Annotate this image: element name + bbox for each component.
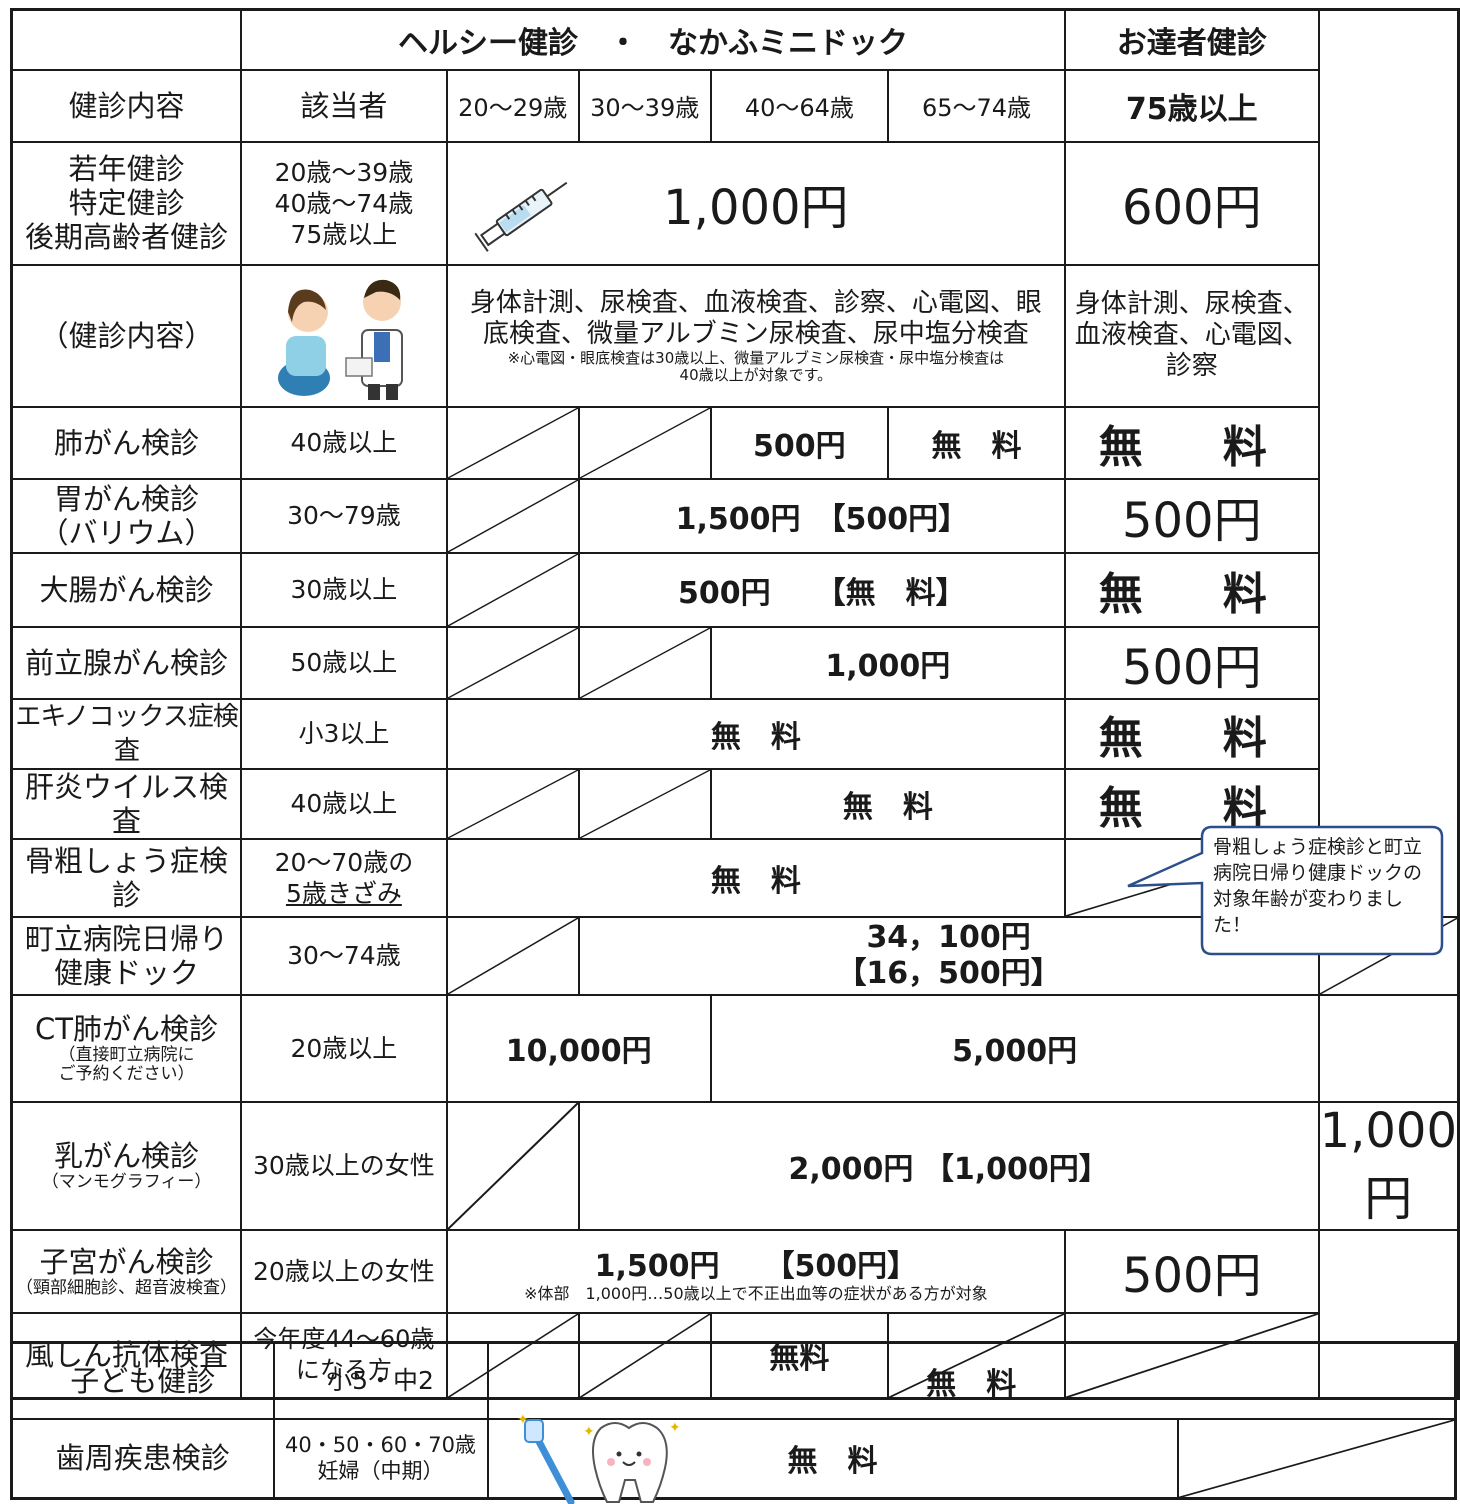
row-dental-target: 40・50・60・70歳 妊婦（中期） bbox=[272, 1417, 489, 1500]
header-blank bbox=[10, 8, 243, 71]
header-healthy-checkup: ヘルシー健診 ・ なかふミニドック bbox=[240, 8, 1066, 71]
row-dental-label: 歯周疾患検診 bbox=[10, 1417, 275, 1500]
row-lung-na-20 bbox=[445, 405, 580, 480]
row-basic-price: 1,000円 bbox=[663, 180, 849, 236]
syringe-icon bbox=[474, 181, 568, 252]
row-colon-label: 大腸がん検診 bbox=[10, 551, 243, 628]
row-hepatitis-label: 肝炎ウイルス検査 bbox=[10, 767, 243, 840]
row-ct-price-young: 10,000円 bbox=[445, 993, 712, 1103]
speech-bubble-text: 骨粗しょう症検診と町立病院日帰り健康ドックの対象年齢が変わりました！ bbox=[1213, 836, 1423, 936]
row-lung-price-4064: 500円 bbox=[709, 405, 890, 480]
row-uterus-price-75: 500円 bbox=[1064, 1228, 1320, 1314]
header-elderly-checkup: お達者健診 bbox=[1064, 8, 1320, 71]
row-ct-label: CT肺がん検診 （直接町立病院に ご予約ください） bbox=[10, 993, 243, 1103]
row-basic-price-cell: 1,000円 bbox=[445, 140, 1067, 266]
row-ct-price-older: 5,000円 bbox=[709, 993, 1320, 1103]
row-content-text: 身体計測、尿検査、血液検査、診察、心電図、眼底検査、微量アルブミン尿検査、尿中塩… bbox=[469, 287, 1042, 349]
row-content-label: （健診内容） bbox=[10, 263, 243, 408]
row-dock-label: 町立病院日帰り 健康ドック bbox=[10, 915, 243, 996]
doctor-patient-illustration bbox=[277, 279, 403, 400]
row-hepatitis-na-30 bbox=[577, 767, 712, 840]
row-dental-price-cell: ✦ ✦ ✦ 無 料 bbox=[486, 1414, 1179, 1504]
row-lung-price-75: 無 料 bbox=[1064, 405, 1320, 480]
row-content-note-2: 40歳以上が対象です。 bbox=[679, 365, 833, 384]
row-ct-target: 20歳以上 bbox=[240, 993, 448, 1103]
row-lung-label: 肺がん検診 bbox=[10, 405, 243, 480]
row-breast-target: 30歳以上の女性 bbox=[240, 1100, 448, 1231]
svg-text:✦: ✦ bbox=[517, 1414, 529, 1428]
row-breast-label: 乳がん検診 （マンモグラフィー） bbox=[10, 1100, 243, 1231]
row-uterus-price: 1,500円 【500円】 bbox=[594, 1248, 918, 1284]
row-stomach-na-20 bbox=[445, 477, 580, 554]
row-child-label: 子ども健診 bbox=[10, 1341, 275, 1420]
row-stomach-target: 30～79歳 bbox=[240, 477, 448, 554]
row-hepatitis-price-75: 無 料 bbox=[1064, 767, 1320, 840]
row-stomach-price: 1,500円 【500円】 bbox=[577, 477, 1067, 554]
row-hepatitis-price: 無 料 bbox=[709, 767, 1067, 840]
header-target: 該当者 bbox=[240, 68, 448, 143]
row-osteoporosis-price: 無 料 bbox=[445, 837, 1067, 918]
row-content-text-cell: 身体計測、尿検査、血液検査、診察、心電図、眼底検査、微量アルブミン尿検査、尿中塩… bbox=[445, 263, 1067, 408]
row-colon-price: 500円 【無 料】 bbox=[577, 551, 1067, 628]
row-dock-price: 34，100円 【16，500円】 bbox=[577, 915, 1320, 996]
svg-text:✦: ✦ bbox=[583, 1424, 595, 1440]
row-prostate-price: 1,000円 bbox=[709, 625, 1067, 700]
row-basic-label: 若年健診 特定健診 後期高齢者健診 bbox=[10, 140, 243, 266]
row-lung-target: 40歳以上 bbox=[240, 405, 448, 480]
header-age-40-64: 40～64歳 bbox=[709, 68, 890, 143]
tooth-toothbrush-illustration: ✦ ✦ ✦ bbox=[517, 1414, 681, 1504]
row-child-price: 無 料 bbox=[486, 1341, 1457, 1420]
row-content-text-75: 身体計測、尿検査、 血液検査、心電図、 診察 bbox=[1064, 263, 1320, 408]
row-colon-price-75: 無 料 bbox=[1064, 551, 1320, 628]
row-osteoporosis-label: 骨粗しょう症検診 bbox=[10, 837, 243, 918]
row-dock-na-20 bbox=[445, 915, 580, 996]
row-content-illustration-cell bbox=[240, 263, 448, 408]
row-breast-na-20 bbox=[445, 1100, 580, 1231]
row-echinococcus-price: 無 料 bbox=[445, 697, 1067, 770]
row-prostate-target: 50歳以上 bbox=[240, 625, 448, 700]
row-echinococcus-price-75: 無 料 bbox=[1064, 697, 1320, 770]
row-echinococcus-target: 小3以上 bbox=[240, 697, 448, 770]
svg-text:✦: ✦ bbox=[669, 1420, 681, 1436]
row-dental-price: 無 料 bbox=[787, 1444, 878, 1480]
row-prostate-price-75: 500円 bbox=[1064, 625, 1320, 700]
row-echinococcus-label: エキノコックス症検査 bbox=[10, 697, 243, 770]
row-hepatitis-na-20 bbox=[445, 767, 580, 840]
row-osteoporosis-target: 20～70歳の 5歳きざみ bbox=[240, 837, 448, 918]
row-prostate-label: 前立腺がん検診 bbox=[10, 625, 243, 700]
header-age-75: 75歳以上 bbox=[1064, 68, 1320, 143]
row-lung-na-30 bbox=[577, 405, 712, 480]
row-breast-price-75: 1,000円 bbox=[1317, 1100, 1460, 1231]
row-basic-target: 20歳～39歳 40歳～74歳 75歳以上 bbox=[240, 140, 448, 266]
row-uterus-target: 20歳以上の女性 bbox=[240, 1228, 448, 1314]
child-dental-table: 子ども健診 小5・中2 無 料 歯周疾患検診 40・50・60・70歳 妊婦（中… bbox=[10, 1341, 1457, 1504]
row-uterus-price-cell: 1,500円 【500円】 ※体部 1,000円…50歳以上で不正出血等の症状が… bbox=[445, 1228, 1067, 1314]
row-uterus-label: 子宮がん検診 （頸部細胞診、超音波検査） bbox=[10, 1228, 243, 1314]
row-basic-price-75: 600円 bbox=[1064, 140, 1320, 266]
row-hepatitis-target: 40歳以上 bbox=[240, 767, 448, 840]
row-lung-price-6574: 無 料 bbox=[887, 405, 1066, 480]
row-uterus-note: ※体部 1,000円…50歳以上で不正出血等の症状がある方が対象 bbox=[524, 1283, 988, 1303]
row-prostate-na-20 bbox=[445, 625, 580, 700]
row-stomach-price-75: 500円 bbox=[1064, 477, 1320, 554]
row-prostate-na-30 bbox=[577, 625, 712, 700]
header-age-20-29: 20～29歳 bbox=[445, 68, 580, 143]
row-colon-na-20 bbox=[445, 551, 580, 628]
row-child-target: 小5・中2 bbox=[272, 1341, 489, 1420]
row-breast-price: 2,000円 【1,000円】 bbox=[577, 1100, 1320, 1231]
header-age-30-39: 30～39歳 bbox=[577, 68, 712, 143]
row-stomach-label: 胃がん検診 （バリウム） bbox=[10, 477, 243, 554]
header-age-65-74: 65～74歳 bbox=[887, 68, 1066, 143]
row-dental-na-75 bbox=[1176, 1417, 1457, 1500]
checkup-fee-table: ヘルシー健診 ・ なかふミニドック お達者健診 健診内容 該当者 20～29歳 … bbox=[10, 8, 1460, 1400]
row-content-note-1: ※心電図・眼底検査は30歳以上、微量アルブミン尿検査・尿中塩分検査は bbox=[507, 348, 1005, 367]
row-colon-target: 30歳以上 bbox=[240, 551, 448, 628]
row-dock-target: 30～74歳 bbox=[240, 915, 448, 996]
header-content: 健診内容 bbox=[10, 68, 243, 143]
